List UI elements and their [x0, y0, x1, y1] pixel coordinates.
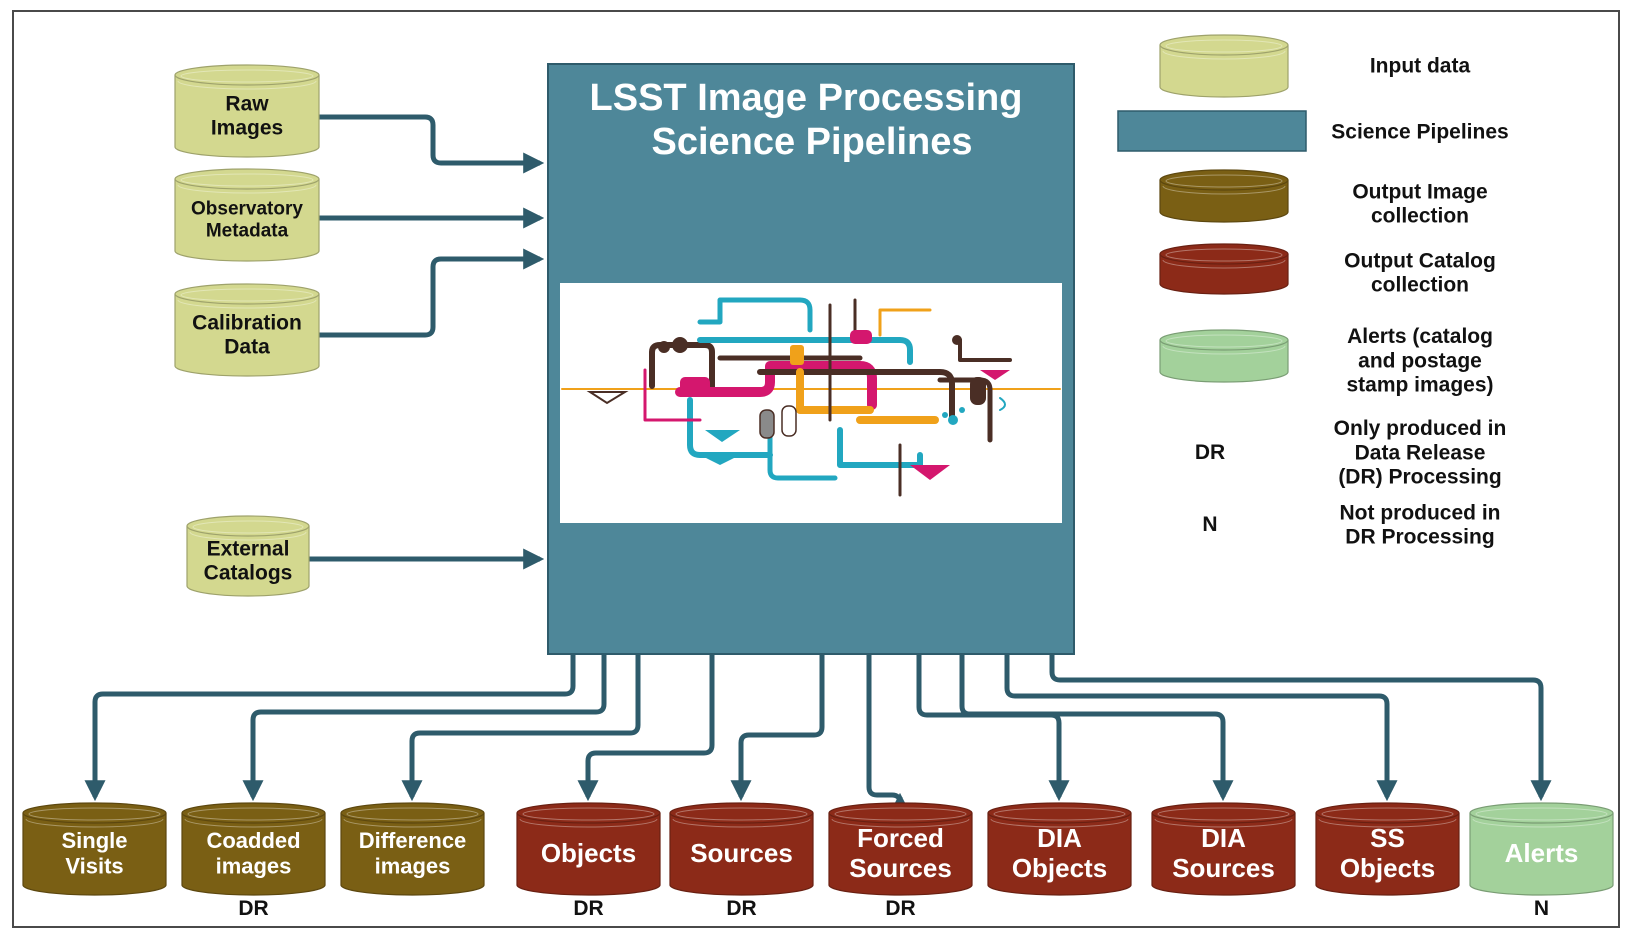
output-arrow-2: [242, 654, 607, 802]
legend-image-swatch: [1159, 169, 1289, 223]
output-label-9-line-2: Objects: [1340, 853, 1435, 883]
output-label-7-line-1: DIA: [1037, 823, 1082, 853]
legend-label-3-line-1: Output Image: [1352, 180, 1487, 203]
legend-label-3-line-2: collection: [1371, 204, 1469, 227]
output-arrow-4: [577, 654, 715, 802]
legend-label-2-line-1: Science Pipelines: [1331, 120, 1508, 143]
output-label-3-line-2: images: [375, 853, 451, 878]
legend-label-5-line-2: and postage: [1358, 349, 1482, 372]
output-label-8-line-2: Sources: [1172, 853, 1275, 883]
title-line-1: LSST Image Processing: [590, 77, 1023, 119]
legend-label-5-line-1: Alerts (catalog: [1347, 325, 1493, 348]
input-data-group: RawImagesObservatoryMetadataCalibrationD…: [174, 64, 320, 597]
output-label-6-line-2: Sources: [849, 853, 952, 883]
input-label-4-line-2: Catalogs: [204, 561, 293, 584]
output-label-1-line-1: Single: [61, 828, 127, 853]
legend-catalog-swatch: [1159, 243, 1289, 295]
legend-label-6-line-1: Only produced in: [1334, 417, 1507, 440]
output-arrow-5: [730, 654, 825, 802]
output-tag-5: DR: [726, 897, 756, 920]
legend-label-6-line-3: (DR) Processing: [1338, 466, 1501, 489]
input-label-1-line-2: Images: [211, 116, 283, 139]
output-label-6-line-1: Forced: [857, 823, 944, 853]
output-label-8-line-1: DIA: [1201, 823, 1246, 853]
legend-label-4-line-1: Output Catalog: [1344, 249, 1496, 272]
output-arrow-6: [866, 654, 911, 814]
legend-label-7-line-1: Not produced in: [1340, 501, 1501, 524]
pipeline-box: LSST Image Processing Science Pipelines: [547, 63, 1075, 655]
output-tag-10: N: [1534, 897, 1549, 920]
input-label-3-line-1: Calibration: [192, 311, 302, 334]
output-arrow-1: [84, 654, 576, 802]
output-label-2-line-1: Coadded: [206, 828, 300, 853]
connector-arrows: [84, 114, 1552, 814]
legend-code-dr: DR: [1195, 441, 1225, 464]
legend-label-7-line-2: DR Processing: [1345, 525, 1494, 548]
output-label-1-line-2: Visits: [65, 853, 123, 878]
title-line-2: Science Pipelines: [651, 121, 972, 163]
diagram-frame: [12, 10, 1620, 928]
output-tag-6: DR: [885, 897, 915, 920]
output-tag-2: DR: [238, 897, 268, 920]
output-label-10-line-1: Alerts: [1505, 838, 1579, 868]
output-label-9-line-1: SS: [1370, 823, 1405, 853]
output-collections-group: SingleVisitsCoaddedimagesDRDifferenceima…: [22, 802, 1614, 920]
legend-pipeline-swatch: [1117, 110, 1307, 152]
output-arrow-3: [401, 654, 641, 802]
input-label-3-line-2: Data: [224, 335, 270, 358]
legend-item-1: Input data: [1159, 34, 1471, 98]
legend-input-swatch: [1159, 34, 1289, 98]
input-label-1-line-1: Raw: [225, 92, 269, 115]
output-label-4-line-1: Objects: [541, 838, 636, 868]
legend-label-6-line-2: Data Release: [1355, 441, 1486, 464]
legend-label-1-line-1: Input data: [1370, 54, 1471, 77]
input-arrow-3: [319, 248, 545, 338]
output-arrow-7: [916, 654, 1070, 802]
legend-label-4-line-2: collection: [1371, 273, 1469, 296]
input-arrow-1: [319, 114, 545, 174]
output-arrow-9: [1004, 654, 1398, 802]
legend-alert-swatch: [1159, 329, 1289, 383]
output-label-2-line-2: images: [216, 853, 292, 878]
legend-label-5-line-3: stamp images): [1346, 374, 1493, 397]
output-label-3-line-1: Difference: [359, 828, 467, 853]
legend-item-2: Science Pipelines: [1117, 110, 1509, 152]
input-label-4-line-1: External: [207, 537, 290, 560]
output-label-5-line-1: Sources: [690, 838, 793, 868]
output-arrow-8: [959, 654, 1234, 802]
input-label-2-line-1: Observatory: [191, 199, 303, 220]
input-label-2-line-2: Metadata: [206, 221, 289, 242]
pipes-illustration-icon: [561, 297, 1061, 497]
output-tag-4: DR: [573, 897, 603, 920]
output-label-7-line-2: Objects: [1012, 853, 1107, 883]
output-arrow-10: [1049, 654, 1552, 802]
legend-code-n: N: [1202, 513, 1217, 536]
